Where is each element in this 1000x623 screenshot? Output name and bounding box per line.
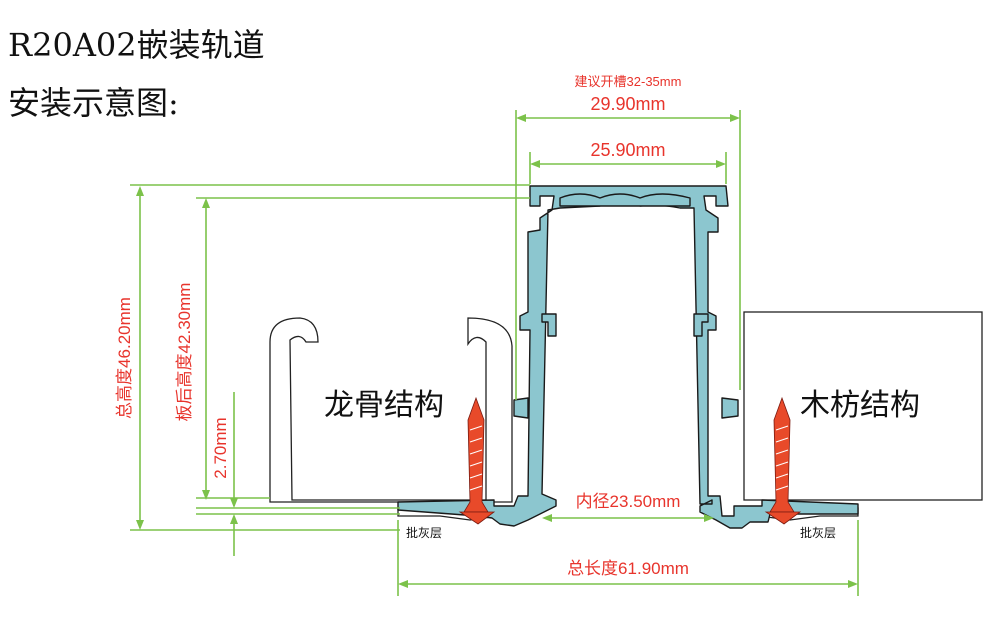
dim-total-height	[136, 186, 144, 530]
lip-height-label: 2.70mm	[211, 417, 230, 478]
total-height-label: 总高度46.20mm	[115, 297, 134, 419]
dim-board-height	[202, 198, 210, 500]
putty-label-right: 批灰层	[800, 525, 836, 540]
profile-top-rib	[559, 193, 691, 207]
profile-foot-left	[513, 397, 529, 419]
inner-top-width-label: 25.90mm	[590, 140, 665, 160]
screw-right-icon	[764, 396, 802, 525]
dim-inner-top-width	[529, 152, 727, 184]
profile-clip-left	[541, 313, 557, 337]
putty-label-left: 批灰层	[406, 525, 442, 540]
slot-note: 建议开槽32-35mm	[575, 74, 682, 89]
inner-diameter-label: 内径23.50mm	[576, 492, 681, 511]
keel-structure	[269, 317, 513, 503]
wood-label: 木枋结构	[800, 388, 920, 423]
dim-inner-diameter	[542, 514, 714, 522]
title-line-2: 安装示意图:	[8, 84, 179, 122]
title-line-1: R20A02嵌装轨道	[8, 26, 265, 64]
dim-outer-width	[515, 110, 741, 400]
screw-left-icon	[458, 396, 496, 525]
board-height-label: 板后高度42.30mm	[175, 283, 194, 422]
total-length-label: 总长度61.90mm	[567, 559, 689, 578]
outer-width-label: 29.90mm	[590, 94, 665, 114]
profile-clip-right	[693, 313, 709, 337]
keel-label: 龙骨结构	[324, 388, 444, 423]
profile-foot-right	[721, 397, 739, 419]
dim-lip-height	[230, 392, 238, 556]
dim-total-length	[397, 520, 859, 596]
